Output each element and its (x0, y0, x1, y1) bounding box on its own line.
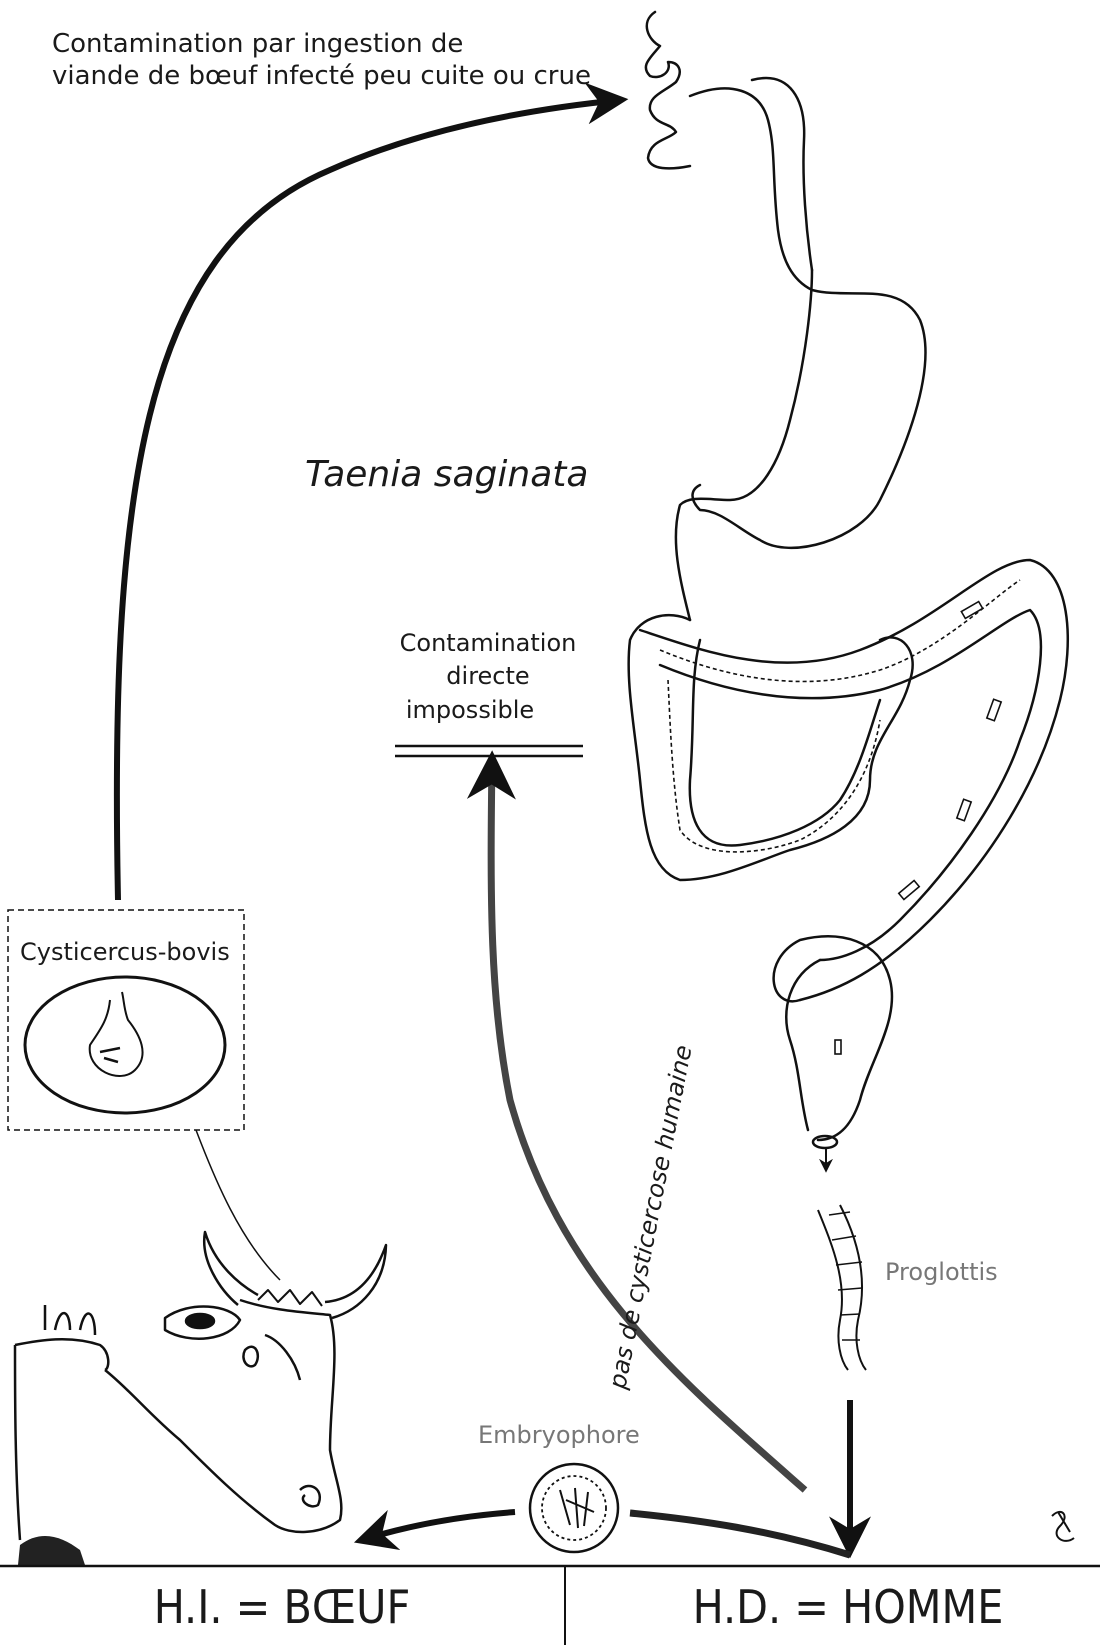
embryophore-drawing (530, 1464, 618, 1552)
human-face-profile (646, 12, 690, 168)
esophagus (690, 88, 812, 290)
intermediate-host-label: H.I. = BŒUF (154, 1580, 411, 1634)
cyst-drawing (25, 977, 225, 1113)
stomach (693, 290, 926, 548)
proglottis-label: Proglottis (885, 1258, 998, 1286)
artist-signature (1052, 1512, 1074, 1541)
impossible-barrier (395, 746, 583, 756)
cysticercus-label: Cysticercus-bovis (20, 938, 230, 966)
definitive-host-label: H.D. = HOMME (693, 1580, 1004, 1634)
soil-path (630, 1513, 850, 1555)
ingestion-label-line2: viande de bœuf infecté peu cuite ou crue (52, 61, 591, 91)
embryophore-to-cow-arrow (362, 1512, 515, 1540)
cow-neck (15, 1339, 108, 1540)
cow-eye (243, 1347, 257, 1367)
cow-nostril (300, 1486, 320, 1506)
direct-label-line1: Contamination (400, 629, 577, 657)
no-human-cysticercosis-arrow (491, 760, 805, 1490)
embryophore-label: Embryophore (478, 1421, 640, 1449)
direct-label-line3: impossible (406, 696, 534, 724)
box-to-cow-line (196, 1130, 280, 1280)
cow-horn-right (325, 1245, 386, 1318)
human-digestive-tract (629, 12, 1068, 1148)
species-label: Taenia saginata (305, 454, 588, 495)
proglottis-drawing (818, 1205, 866, 1370)
direct-label-line2: directe (446, 662, 529, 690)
ingestion-label-line1: Contamination par ingestion de (52, 29, 463, 59)
cow-drawing (15, 1232, 386, 1565)
no-cysticercosis-label: pas de cysticercose humaine (603, 1043, 697, 1392)
cow-forehead-hair (258, 1290, 322, 1306)
ingestion-arrow (117, 100, 620, 900)
